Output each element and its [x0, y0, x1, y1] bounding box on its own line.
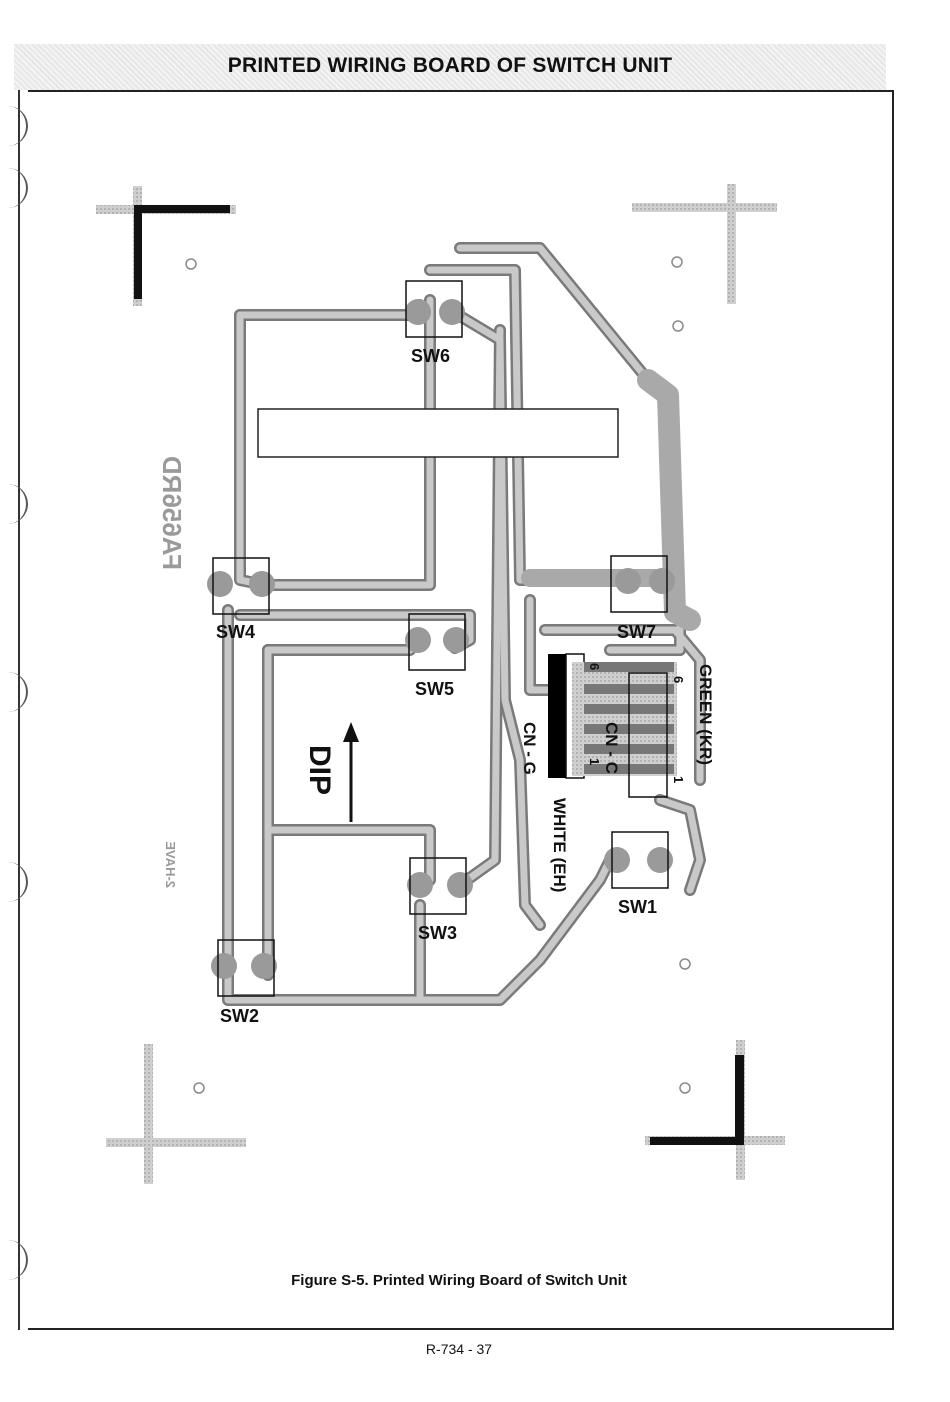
label-white-eh: WHITE (EH)	[550, 798, 569, 892]
page-number: R-734 - 37	[0, 1341, 918, 1357]
figure-caption: Figure S-5. Printed Wiring Board of Swit…	[0, 1272, 918, 1289]
switch-sw5	[405, 614, 469, 670]
label-sw5: SW5	[415, 679, 454, 699]
label-cn-g-pin-6: 6	[587, 663, 602, 670]
component-outline	[258, 409, 618, 457]
label-sw7: SW7	[617, 622, 656, 642]
label-green-kr: GREEN (KR)	[696, 664, 715, 765]
label-green-pin-1: 1	[671, 776, 686, 783]
dip-arrow	[343, 722, 359, 822]
registration-mark-top-right	[632, 184, 777, 304]
registration-mark-top-left	[96, 186, 236, 306]
registration-mark-bottom-left	[106, 1044, 246, 1184]
label-sw6: SW6	[411, 346, 450, 366]
label-sw1: SW1	[618, 897, 657, 917]
label-sw4: SW4	[216, 622, 255, 642]
registration-mark-bottom-right	[645, 1040, 785, 1180]
label-sw3: SW3	[418, 923, 457, 943]
label-cn-g: CN - G	[520, 722, 539, 775]
label-cn-c: CN - C	[602, 722, 621, 774]
label-cn-c-pin-6: 6	[671, 676, 686, 683]
label-mirrored-small-mark: 2-HAVE	[163, 841, 178, 888]
label-sw2: SW2	[220, 1006, 259, 1026]
label-dip: DIP	[303, 745, 336, 795]
label-cn-c-pin-1: 1	[587, 758, 602, 765]
label-mirrored-part-number: FA656RD	[157, 456, 187, 570]
connector-cn-c	[572, 662, 677, 797]
switch-sw1	[604, 832, 673, 888]
